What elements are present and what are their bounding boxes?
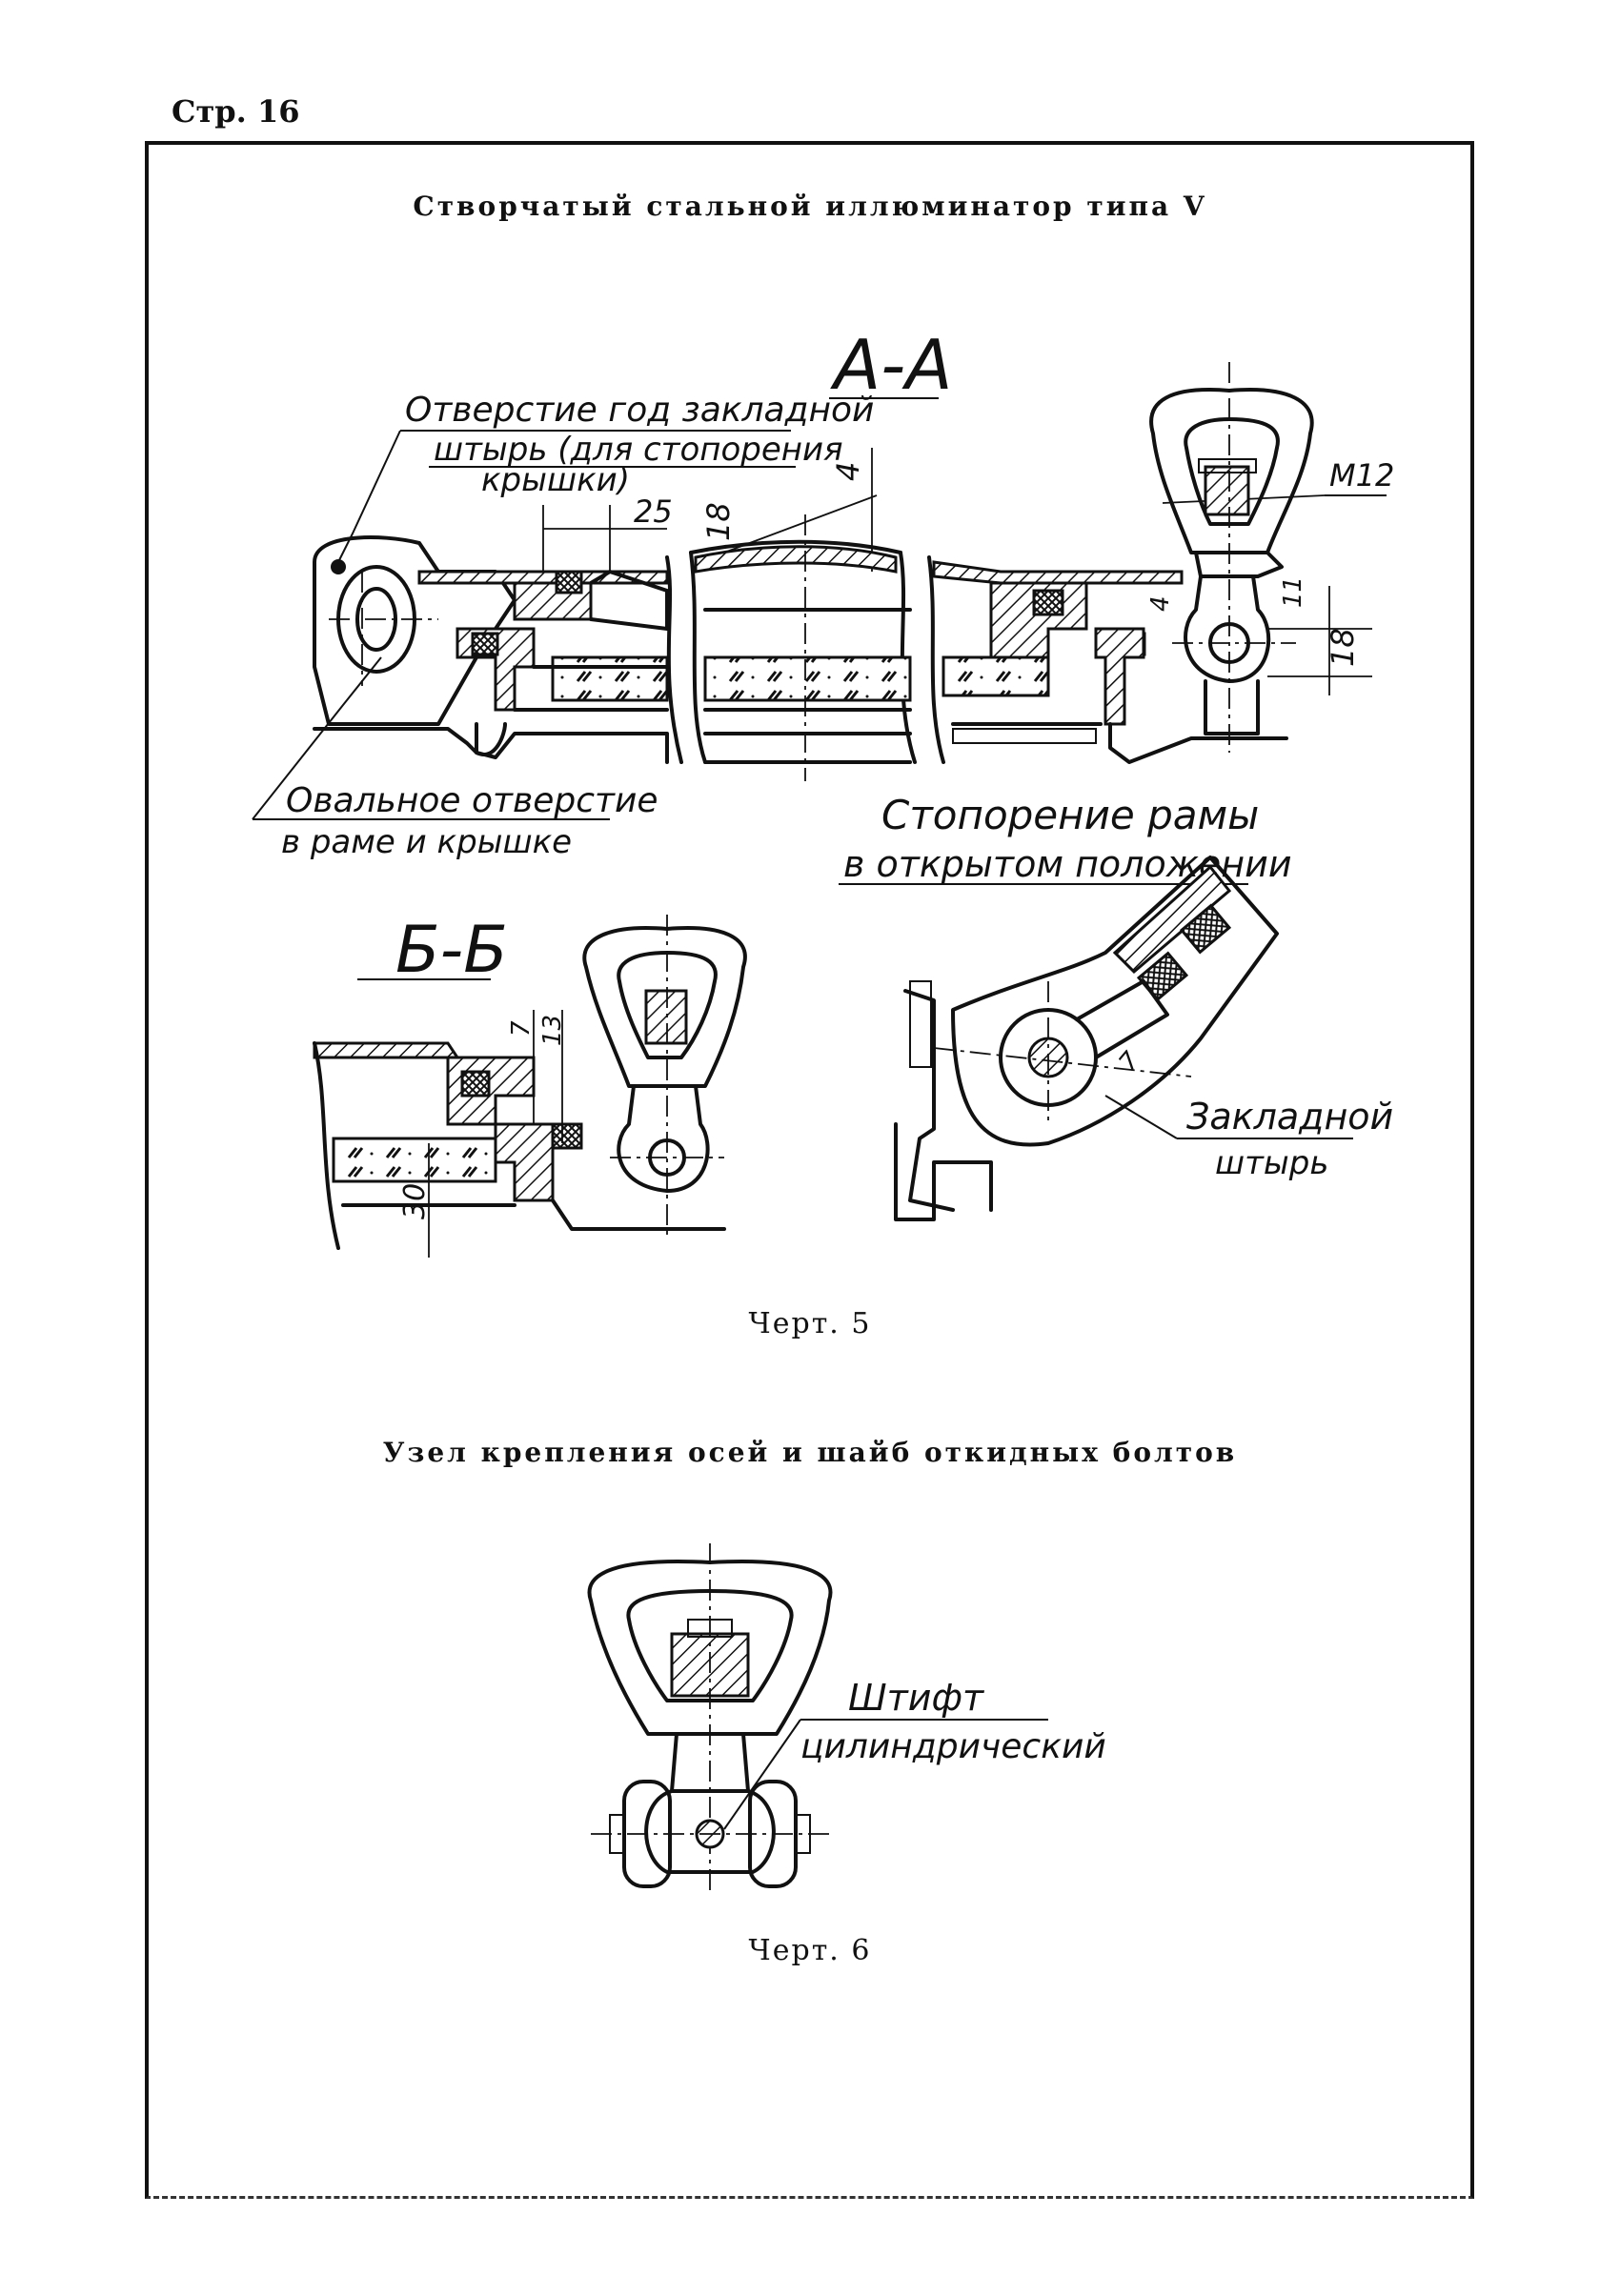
glass-section-middle — [689, 514, 917, 781]
page-number: Стр. 16 — [172, 93, 300, 130]
svg-text:Отверстие год закладной: Отверстие год закладной — [405, 391, 874, 430]
caption-chert-5: Черт. 5 — [748, 1307, 872, 1340]
label-cylindrical-pin: Штифт цилиндрический — [723, 1677, 1106, 1830]
frame-section-left — [417, 555, 683, 764]
svg-text:Стопорение рамы: Стопорение рамы — [881, 792, 1259, 838]
svg-text:18: 18 — [700, 502, 737, 541]
svg-text:4: 4 — [1146, 595, 1175, 612]
svg-text:в раме и крышке: в раме и крышке — [281, 823, 572, 861]
svg-text:Штифт: Штифт — [848, 1677, 985, 1719]
dimension-7b: 7 — [1114, 1046, 1146, 1077]
svg-text:Б-Б: Б-Б — [395, 913, 508, 988]
frame-lock-detail — [894, 856, 1279, 1221]
section1-title: Створчатый стальной иллюминатор типа V — [413, 191, 1207, 222]
caption-chert-6: Черт. 6 — [748, 1934, 872, 1967]
dimension-7a: 7 — [507, 1010, 536, 1124]
svg-text:18: 18 — [1325, 628, 1361, 667]
section-bb-drawing — [313, 915, 747, 1250]
section2-title: Узел крепления осей и шайб откидных болт… — [382, 1437, 1238, 1468]
dimension-11: 11 — [1279, 576, 1307, 608]
dimension-30: 30 — [398, 1143, 432, 1258]
svg-text:25: 25 — [634, 493, 673, 530]
hinge-assembly-left — [313, 535, 516, 756]
svg-text:А-А: А-А — [830, 325, 953, 405]
svg-text:штырь: штырь — [1215, 1144, 1328, 1182]
latch-assembly-right — [927, 362, 1314, 764]
label-embedded-pin: Закладной штырь — [1104, 1095, 1393, 1182]
drawing-chert-6: Штифт цилиндрический — [587, 1543, 1106, 1896]
svg-text:М12: М12 — [1329, 457, 1394, 493]
drawing-chert-5: А-А Отверстие год закладной штырь (для с… — [252, 325, 1394, 1258]
section-label-aa: А-А — [829, 325, 953, 405]
dimension-4b: 4 — [1146, 595, 1175, 612]
dimension-18a: 18 — [700, 502, 737, 541]
svg-text:7: 7 — [507, 1020, 536, 1037]
svg-text:штырь (для стопорения: штырь (для стопорения — [434, 431, 843, 469]
svg-text:30: 30 — [398, 1183, 432, 1219]
swing-bolt-node — [587, 1543, 833, 1896]
svg-text:в открытом положении: в открытом положении — [843, 843, 1292, 885]
svg-text:цилиндрический: цилиндрический — [800, 1727, 1106, 1766]
section-label-bb: Б-Б — [357, 913, 508, 988]
svg-text:Овальное отверстие: Овальное отверстие — [286, 781, 658, 820]
svg-text:11: 11 — [1279, 576, 1307, 608]
dimension-18b: 18 — [1267, 586, 1372, 695]
svg-text:7: 7 — [1114, 1046, 1146, 1077]
svg-text:Закладной: Закладной — [1186, 1096, 1393, 1138]
svg-text:крышки): крышки) — [481, 461, 630, 499]
dimension-13: 13 — [538, 1010, 567, 1143]
label-hole-pin: Отверстие год закладной штырь (для стопо… — [337, 391, 874, 563]
page-frame — [145, 141, 1474, 2199]
label-oval-hole: Овальное отверстие в раме и крышке — [252, 656, 658, 861]
svg-text:4: 4 — [830, 462, 866, 481]
